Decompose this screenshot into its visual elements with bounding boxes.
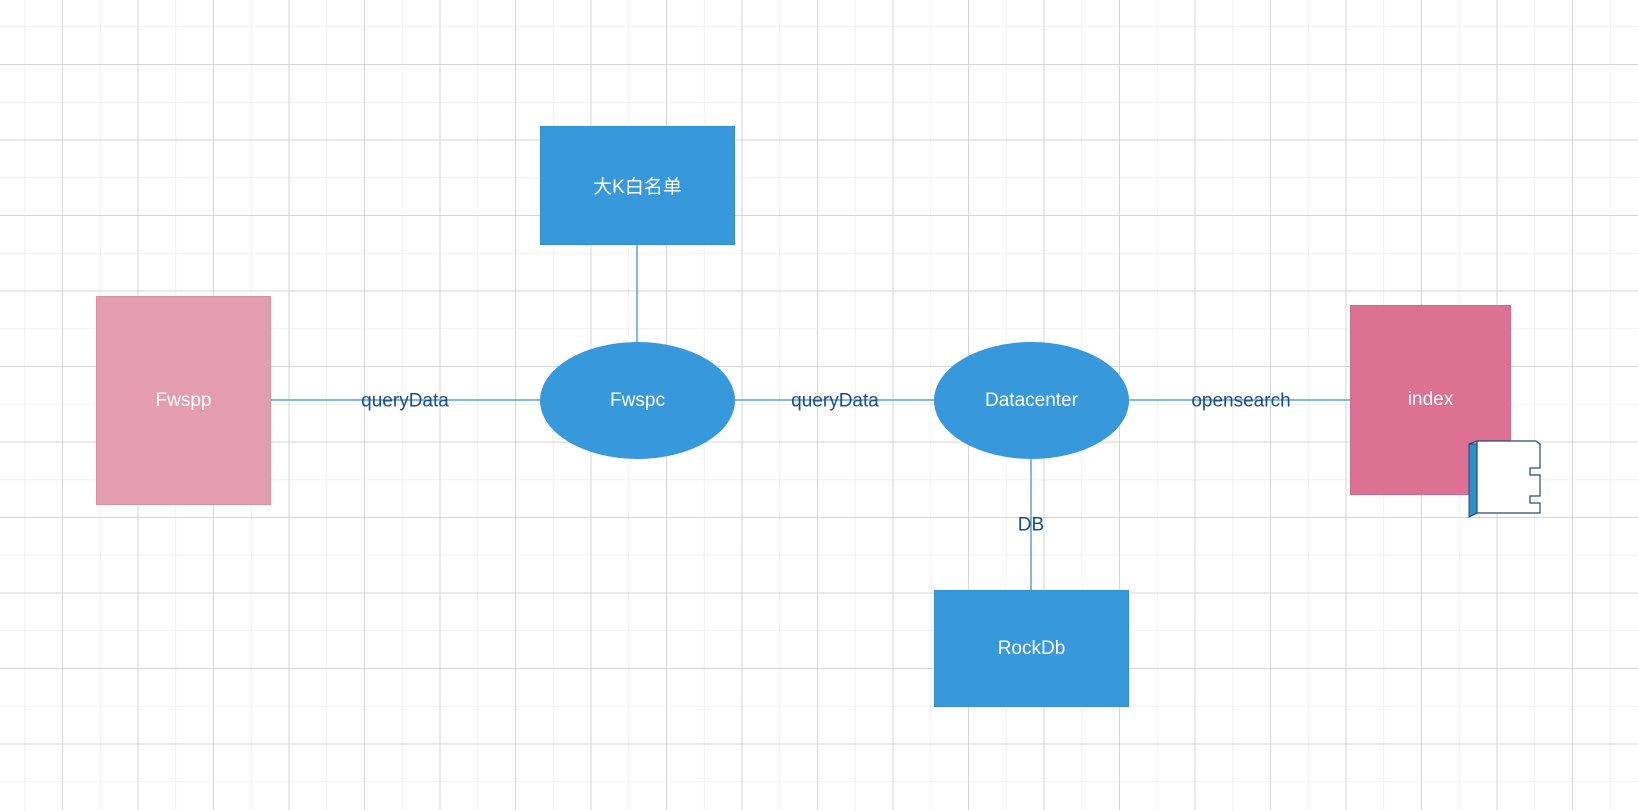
edge-label-fwspc-datacenter: queryData (791, 390, 879, 412)
node-whitelist[interactable]: 大K白名单 (540, 126, 735, 245)
node-fwspc-label: Fwspc (610, 389, 665, 411)
edge-label-datacenter-index: opensearch (1191, 390, 1291, 412)
node-fwspp[interactable]: Fwspp (96, 296, 271, 505)
node-rockdb[interactable]: RockDb (934, 590, 1129, 707)
edge-label-datacenter-rockdb: DB (1017, 514, 1045, 536)
node-fwspc[interactable]: Fwspc (540, 342, 735, 459)
node-whitelist-label: 大K白名单 (593, 177, 682, 198)
node-rockdb-label: RockDb (997, 637, 1066, 659)
component-icon (1468, 440, 1542, 518)
node-index-label: index (1407, 389, 1454, 410)
node-datacenter[interactable]: Datacenter (934, 342, 1129, 459)
node-datacenter-label: Datacenter (985, 389, 1078, 411)
node-fwspp-label: Fwspp (155, 389, 212, 411)
edge-label-fwspp-fwspc: queryData (361, 390, 449, 412)
